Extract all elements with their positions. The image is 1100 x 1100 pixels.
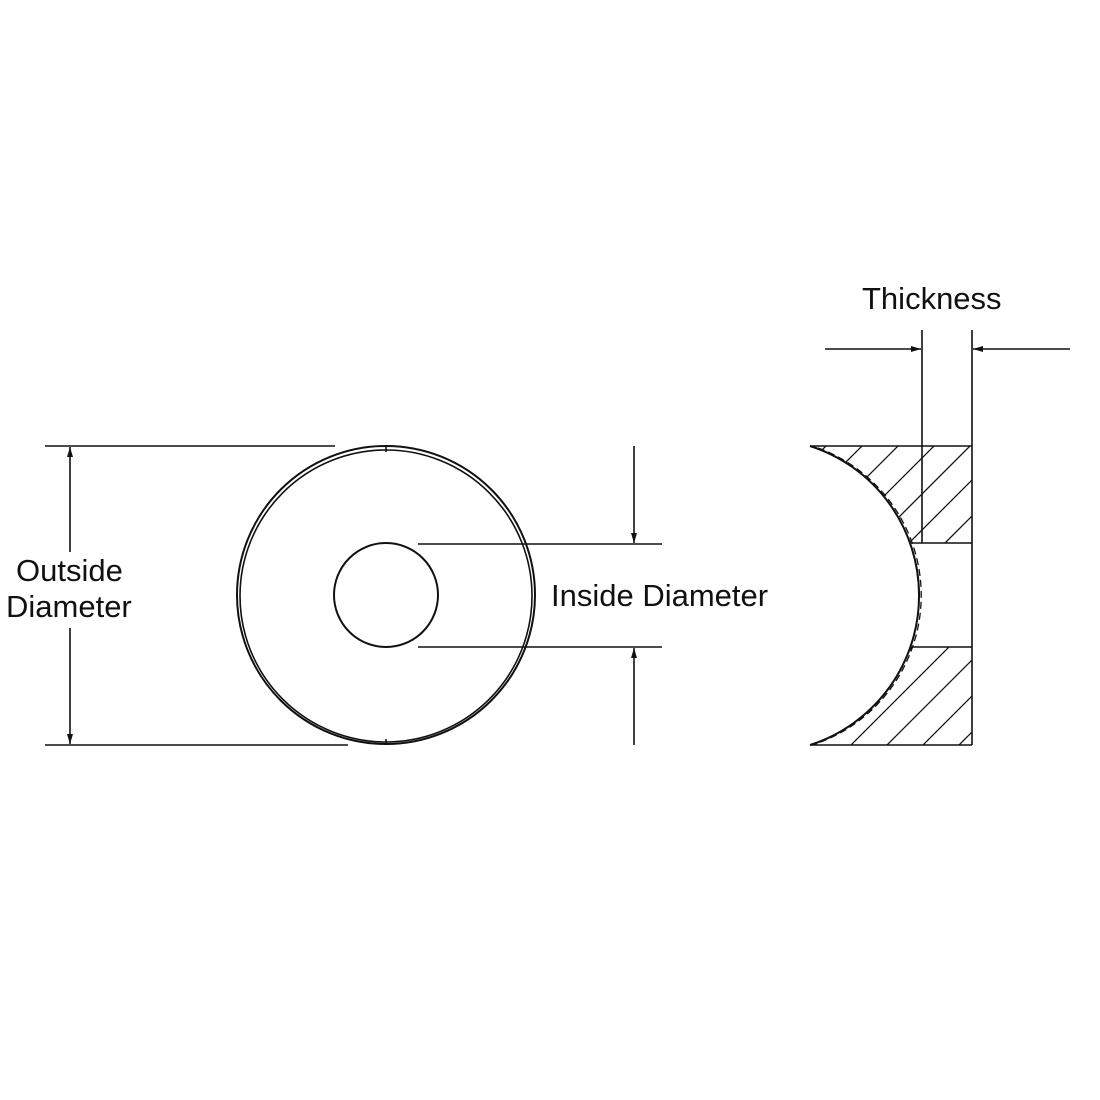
- hatch-line: [810, 446, 972, 543]
- outer-edge-inner: [239, 449, 533, 743]
- hatch-line: [903, 446, 972, 543]
- hatch-line: [810, 647, 972, 745]
- hatch-top: [810, 300, 1100, 800]
- hatch-line: [810, 647, 972, 745]
- outside-diameter-label-line1: Outside: [16, 553, 123, 588]
- hatch-line: [867, 446, 972, 543]
- hatch-line: [810, 446, 972, 543]
- hatch-line: [810, 647, 972, 745]
- hatch-line: [810, 446, 972, 543]
- hatch-line: [810, 446, 972, 543]
- front-view: [236, 445, 536, 745]
- hatch-line: [810, 446, 972, 543]
- hatch-line: [810, 647, 972, 745]
- inside-diameter-label: Inside Diameter: [551, 578, 769, 613]
- hatch-line: [939, 647, 972, 745]
- hatch-line: [810, 446, 901, 543]
- side-view: [809, 300, 1100, 800]
- outside-diameter-label-line2: Diameter: [6, 589, 132, 624]
- hatch-line: [810, 647, 972, 745]
- hatch-line: [831, 446, 972, 543]
- hatch-line: [810, 446, 937, 543]
- hatch-line: [810, 647, 901, 745]
- thickness-label: Thickness: [862, 281, 1002, 316]
- hatch-line: [810, 647, 972, 745]
- hatch-line: [810, 647, 937, 745]
- hatch-line: [939, 446, 972, 543]
- hatch-line: [810, 446, 972, 543]
- hatch-line: [976, 300, 1100, 800]
- outside-diameter-dimension: [45, 445, 348, 746]
- hatch-line: [810, 647, 972, 745]
- hatch-line: [976, 300, 1100, 800]
- hatch-line: [810, 446, 972, 543]
- hatch-line: [867, 647, 972, 745]
- inner-hole: [333, 542, 439, 648]
- hatch-line: [831, 647, 972, 745]
- hatch-line: [810, 647, 972, 745]
- hatch-line: [810, 446, 972, 543]
- hatch-bottom: [810, 300, 1100, 800]
- hatch-line: [810, 647, 972, 745]
- hatch-line: [810, 446, 972, 543]
- inside-diameter-dimension: [418, 446, 662, 745]
- hatch-line: [903, 647, 972, 745]
